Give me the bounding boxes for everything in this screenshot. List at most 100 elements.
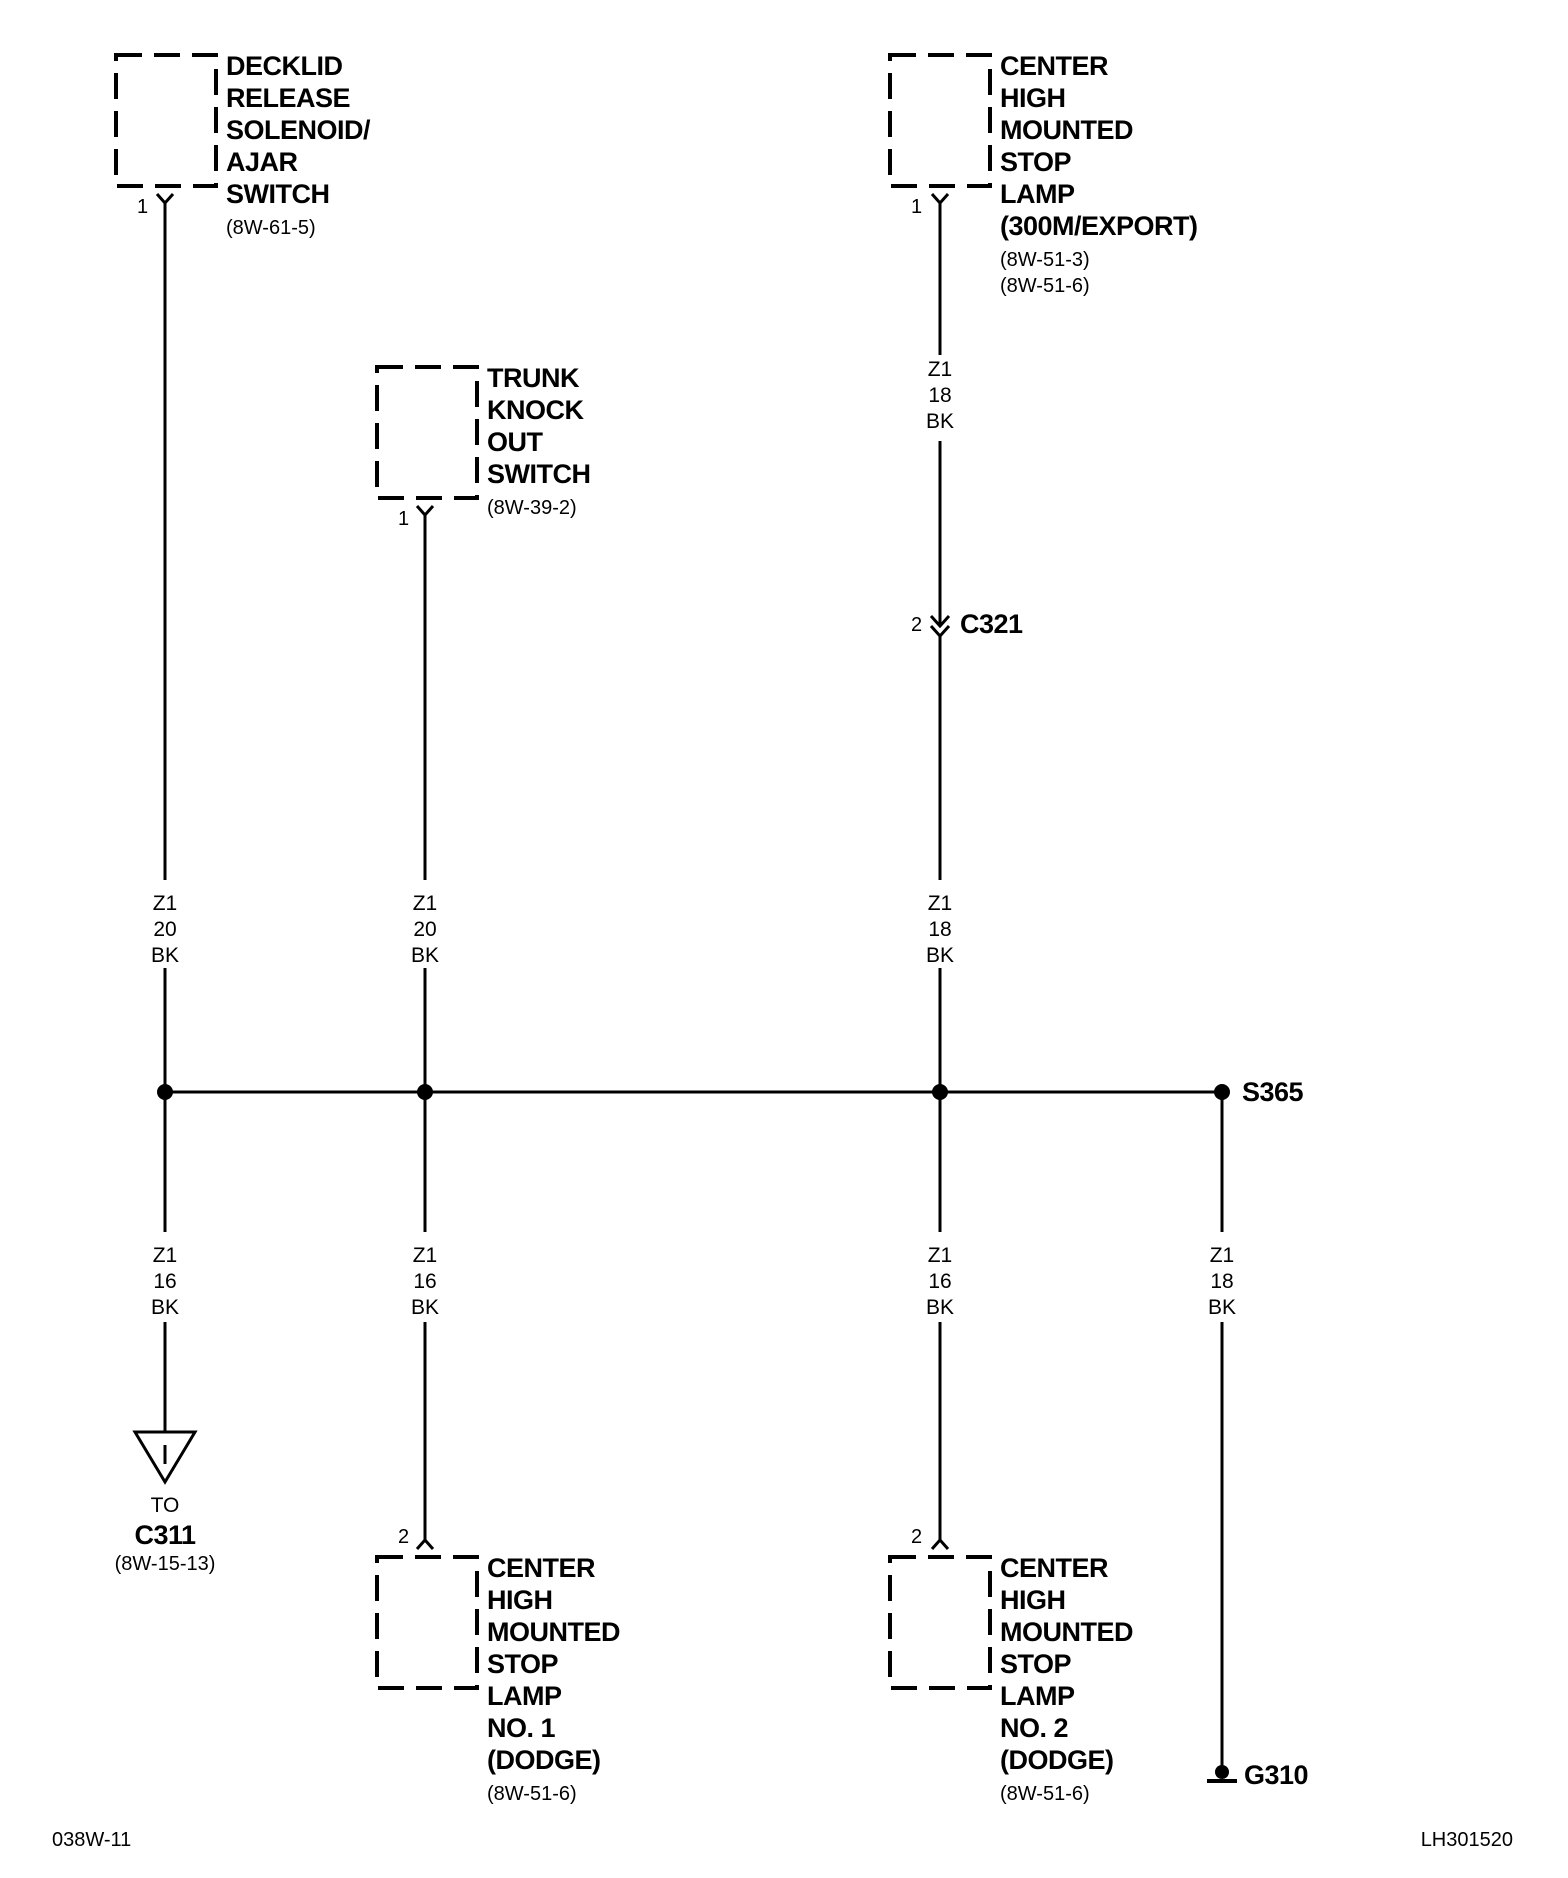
footer-right-code: LH301520 xyxy=(1421,1829,1513,1851)
wires xyxy=(163,203,1224,1768)
footer-left-code: 038W-11 xyxy=(52,1829,131,1851)
wire-label-gauge: 18 xyxy=(1210,1270,1233,1293)
component-label-chmsl1-line3: MOUNTED xyxy=(487,1617,620,1647)
pin-number-chmsl1: 2 xyxy=(398,1526,409,1548)
chmsl-no1-dodge: 2 CENTER HIGH MOUNTED STOP LAMP NO. 1 (D… xyxy=(375,1526,621,1805)
component-label-chmsl2-line4: STOP xyxy=(1000,1649,1072,1679)
component-label-chmsl1-line6: NO. 1 xyxy=(487,1713,556,1743)
component-box-trunk-switch xyxy=(375,365,479,500)
wire-labels: Z1 18 BK Z1 20 BK Z1 20 BK Z1 18 BK Z1 1… xyxy=(151,358,1236,1319)
wire-label-gauge: 18 xyxy=(928,384,951,407)
component-ref-chmsl-top-2: (8W-51-6) xyxy=(1000,275,1090,297)
wire-label-gauge: 16 xyxy=(928,1270,951,1293)
component-label-chmsl-top-line6: (300M/EXPORT) xyxy=(1000,211,1198,241)
ground-g310: G310 xyxy=(1207,1760,1309,1790)
ground-label-g310: G310 xyxy=(1244,1760,1308,1790)
connector-c321: 2 C321 xyxy=(911,609,1024,639)
pin-number-trunk-switch: 1 xyxy=(398,508,409,530)
component-ref-chmsl2: (8W-51-6) xyxy=(1000,1783,1090,1805)
wire-label-circuit: Z1 xyxy=(153,1244,178,1267)
splice-dot-chmsl xyxy=(932,1084,948,1100)
component-box-chmsl2 xyxy=(888,1555,992,1690)
component-ref-chmsl1: (8W-51-6) xyxy=(487,1783,577,1805)
pin-connector-chmsl-top xyxy=(930,193,950,206)
component-ref-decklid: (8W-61-5) xyxy=(226,217,316,239)
component-label-chmsl2-line7: (DODGE) xyxy=(1000,1745,1114,1775)
component-label-chmsl-top-line1: CENTER xyxy=(1000,51,1108,81)
c311-label: C311 xyxy=(134,1520,196,1550)
pin-number-chmsl2: 2 xyxy=(911,1526,922,1548)
c321-pin-number: 2 xyxy=(911,614,922,636)
component-label-chmsl2-line3: MOUNTED xyxy=(1000,1617,1133,1647)
wire-label-circuit: Z1 xyxy=(928,892,953,915)
connector-c311-reference: TO C311 (8W-15-13) xyxy=(115,1430,216,1575)
wire-label-color: BK xyxy=(926,944,954,967)
trunk-knock-out-switch: 1 TRUNK KNOCK OUT SWITCH (8W-39-2) xyxy=(375,363,591,530)
component-label-chmsl1-line5: LAMP xyxy=(487,1681,562,1711)
component-label-trunk-line1: TRUNK xyxy=(487,363,580,393)
c311-to-label: TO xyxy=(151,1494,180,1517)
wire-label-circuit: Z1 xyxy=(928,1244,953,1267)
c311-ref: (8W-15-13) xyxy=(115,1553,216,1575)
wire-label-circuit: Z1 xyxy=(413,892,438,915)
component-box-decklid xyxy=(114,53,218,188)
component-label-trunk-line4: SWITCH xyxy=(487,459,590,489)
ground-dot-icon xyxy=(1215,1765,1229,1779)
wire-label-circuit: Z1 xyxy=(153,892,178,915)
splice-nodes: S365 xyxy=(157,1077,1304,1107)
component-box-chmsl-top xyxy=(888,53,992,188)
component-label-decklid-line3: SOLENOID/ xyxy=(226,115,371,145)
component-label-decklid-line5: SWITCH xyxy=(226,179,329,209)
component-label-chmsl1-line2: HIGH xyxy=(487,1585,553,1615)
component-ref-trunk-switch: (8W-39-2) xyxy=(487,497,577,519)
component-label-decklid-line1: DECKLID xyxy=(226,51,343,81)
pin-number-decklid: 1 xyxy=(137,196,148,218)
pin-number-chmsl-top: 1 xyxy=(911,196,922,218)
pin-connector-chmsl2 xyxy=(930,1537,950,1550)
wire-label-gauge: 20 xyxy=(153,918,176,941)
wire-label-color: BK xyxy=(151,944,179,967)
component-label-chmsl-top-line4: STOP xyxy=(1000,147,1072,177)
component-label-decklid-line4: AJAR xyxy=(226,147,298,177)
wire-label-color: BK xyxy=(1208,1296,1236,1319)
wire-label-gauge: 18 xyxy=(928,918,951,941)
wire-label-circuit: Z1 xyxy=(413,1244,438,1267)
pin-connector-decklid xyxy=(155,193,175,206)
component-label-chmsl2-line6: NO. 2 xyxy=(1000,1713,1068,1743)
wire-label-color: BK xyxy=(926,1296,954,1319)
wire-label-gauge: 16 xyxy=(413,1270,436,1293)
pin-connector-trunk-switch xyxy=(415,505,435,518)
component-label-trunk-line2: KNOCK xyxy=(487,395,584,425)
component-box-chmsl1 xyxy=(375,1555,479,1690)
component-label-chmsl1-line1: CENTER xyxy=(487,1553,595,1583)
component-label-chmsl2-line2: HIGH xyxy=(1000,1585,1066,1615)
wire-label-color: BK xyxy=(411,1296,439,1319)
component-label-chmsl-top-line3: MOUNTED xyxy=(1000,115,1133,145)
pin-connector-chmsl1 xyxy=(415,1537,435,1550)
splice-dot-decklid xyxy=(157,1084,173,1100)
splice-dot-trunk xyxy=(417,1084,433,1100)
c321-label: C321 xyxy=(960,609,1023,639)
wire-label-circuit: Z1 xyxy=(928,358,953,381)
wire-label-color: BK xyxy=(151,1296,179,1319)
component-label-chmsl2-line1: CENTER xyxy=(1000,1553,1108,1583)
decklid-release-solenoid-ajar-switch: 1 DECKLID RELEASE SOLENOID/ AJAR SWITCH … xyxy=(114,51,372,239)
wire-label-color: BK xyxy=(926,410,954,433)
splice-dot-s365 xyxy=(1214,1084,1230,1100)
component-label-chmsl1-line4: STOP xyxy=(487,1649,559,1679)
splice-label-s365: S365 xyxy=(1242,1077,1304,1107)
component-label-chmsl-top-line2: HIGH xyxy=(1000,83,1066,113)
component-label-chmsl2-line5: LAMP xyxy=(1000,1681,1075,1711)
component-label-chmsl1-line7: (DODGE) xyxy=(487,1745,601,1775)
chmsl-no2-dodge: 2 CENTER HIGH MOUNTED STOP LAMP NO. 2 (D… xyxy=(888,1526,1134,1805)
wire-label-color: BK xyxy=(411,944,439,967)
wire-label-gauge: 20 xyxy=(413,918,436,941)
chmsl-300m-export: 1 CENTER HIGH MOUNTED STOP LAMP (300M/EX… xyxy=(888,51,1198,297)
component-label-trunk-line3: OUT xyxy=(487,427,544,457)
component-ref-chmsl-top-1: (8W-51-3) xyxy=(1000,249,1090,271)
wire-label-gauge: 16 xyxy=(153,1270,176,1293)
wire-label-circuit: Z1 xyxy=(1210,1244,1235,1267)
component-label-chmsl-top-line5: LAMP xyxy=(1000,179,1075,209)
component-label-decklid-line2: RELEASE xyxy=(226,83,350,113)
